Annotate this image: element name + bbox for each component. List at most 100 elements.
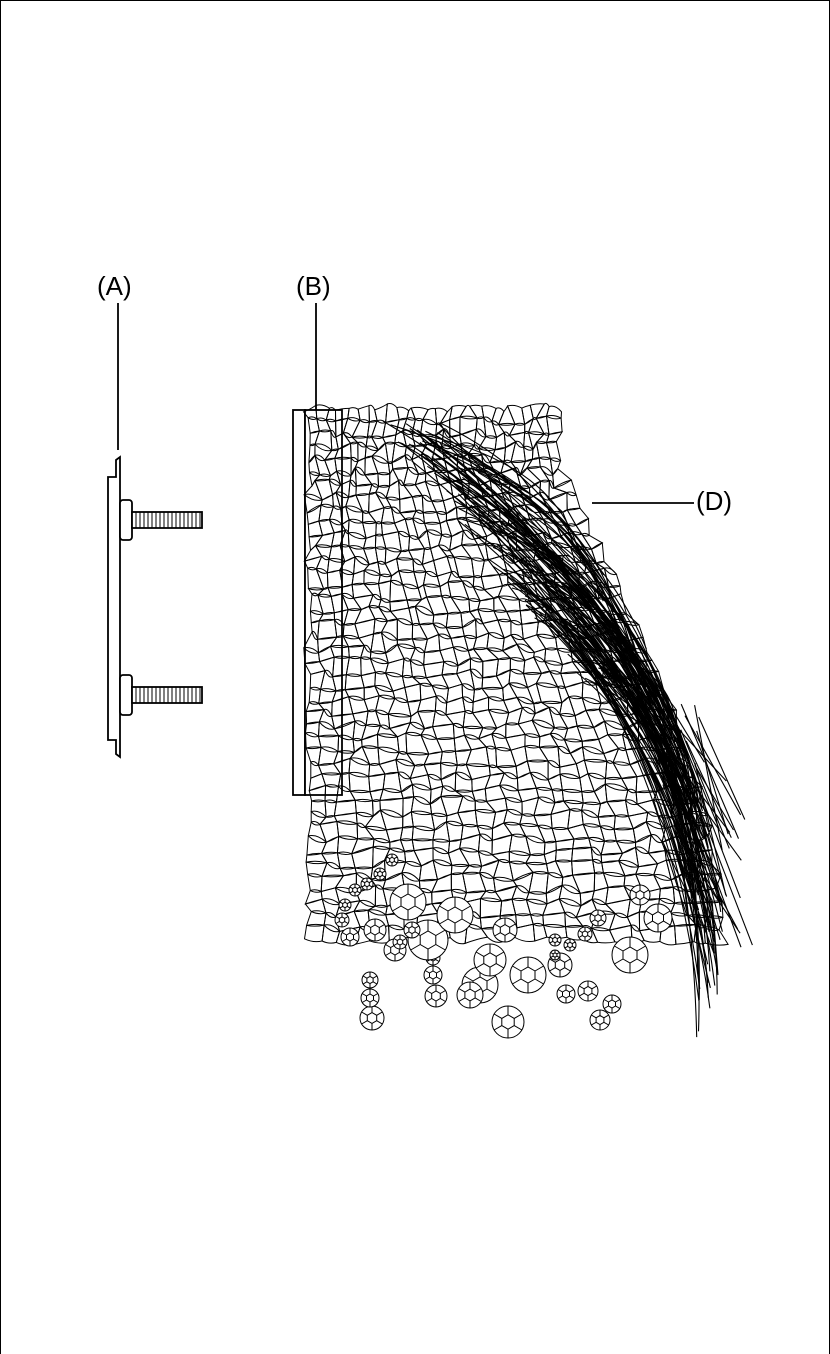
crystal-bead	[363, 918, 387, 942]
mesh-cell	[445, 820, 464, 842]
mesh-strand	[692, 819, 723, 932]
mesh-strand	[666, 767, 708, 916]
mesh-cell	[350, 456, 359, 476]
mesh-strand	[660, 723, 711, 833]
mesh-strand	[680, 729, 730, 849]
mesh-strand	[664, 696, 705, 763]
mesh-cell	[410, 795, 433, 816]
crystal-bead	[385, 853, 399, 867]
mesh-cell	[348, 771, 371, 794]
mesh-cell	[397, 530, 411, 553]
mesh-cell	[396, 643, 417, 662]
mesh-strand	[681, 805, 704, 895]
mesh-strand	[695, 799, 724, 910]
crystal-bead	[548, 933, 562, 947]
mesh-cell	[431, 684, 450, 704]
crystal-bead	[373, 867, 387, 881]
mesh-cell	[632, 821, 652, 844]
mesh-strand	[684, 715, 742, 816]
mesh-strand	[409, 428, 679, 767]
mesh-cell	[432, 612, 449, 629]
mesh-strand	[671, 833, 711, 989]
mesh-cell	[421, 547, 435, 566]
mesh-strand	[696, 730, 729, 835]
crystal-bead	[563, 938, 577, 952]
mesh-cell	[550, 808, 571, 831]
crystal-bead	[340, 927, 360, 947]
mesh-strand	[547, 622, 709, 983]
crystal-bead	[436, 896, 474, 934]
mesh-strand	[662, 691, 720, 830]
mesh-cell	[364, 455, 379, 476]
mesh-cell	[459, 833, 481, 853]
mesh-strand	[442, 477, 639, 683]
mesh-cell	[351, 846, 374, 870]
mesh-cell	[566, 823, 590, 840]
mesh-cell	[528, 871, 549, 895]
crystal-bead	[348, 883, 362, 897]
crystal-bead	[361, 971, 379, 989]
mesh-cell	[604, 898, 631, 919]
mesh-cell	[522, 656, 543, 675]
mesh-strand	[694, 765, 734, 831]
mesh-cell	[355, 493, 370, 514]
crystal-bead	[338, 898, 352, 912]
mesh-cell	[418, 859, 439, 882]
crystal-bead	[629, 884, 651, 906]
mesh-strand	[402, 443, 689, 780]
mesh-cell	[477, 833, 493, 856]
mesh-strand	[584, 657, 699, 809]
mesh-strand	[663, 845, 688, 915]
mesh-cell	[404, 683, 422, 703]
mesh-cell	[441, 660, 459, 676]
mesh-strand	[428, 435, 582, 561]
mesh-strand	[569, 641, 711, 1009]
crystal-bead	[473, 943, 507, 977]
mesh-strand	[436, 448, 647, 650]
mesh-strand	[442, 440, 651, 695]
crystal-bead	[589, 1009, 611, 1031]
mesh-strand	[661, 839, 707, 934]
bolt-upper	[119, 499, 203, 541]
mesh-cell	[521, 404, 534, 426]
mesh-cell	[445, 518, 465, 538]
mesh-cell	[543, 849, 557, 865]
crystal-beads	[334, 853, 673, 1039]
mesh-strand	[524, 599, 720, 901]
mesh-strand	[690, 789, 742, 861]
mesh-cell	[538, 745, 561, 768]
mesh-strand-tip	[699, 879, 719, 976]
mesh-strand	[411, 460, 692, 801]
mesh-strand	[575, 671, 696, 910]
crystal-bead	[509, 956, 547, 994]
crystal-bead	[577, 926, 593, 942]
mesh-cell	[354, 618, 376, 639]
mesh-strand	[509, 575, 699, 896]
mesh-strand	[662, 736, 701, 868]
mesh-cell	[374, 491, 393, 510]
crystal-bead	[389, 883, 427, 921]
mesh-strand	[689, 858, 741, 934]
mesh-strand	[420, 450, 675, 804]
crystal-bead	[602, 994, 622, 1014]
callout-label-d: (D)	[696, 486, 733, 516]
callout-label-a: (A)	[97, 271, 132, 301]
mesh-strand	[433, 451, 667, 721]
mesh-strand	[470, 504, 675, 802]
mesh-cell	[432, 859, 453, 881]
mesh-cell	[499, 898, 517, 917]
mesh-cell	[441, 672, 463, 689]
crystal-bead	[589, 909, 607, 927]
crystal-bead	[403, 921, 421, 939]
mesh-cell	[627, 811, 649, 830]
crystal-bead	[556, 984, 576, 1004]
mesh-strand	[446, 490, 676, 775]
crystal-bead	[360, 988, 380, 1008]
crystal-bead	[360, 877, 374, 891]
mesh-cell	[354, 466, 373, 487]
mesh-cell	[320, 835, 340, 855]
mesh-strand	[468, 467, 600, 598]
mesh-cell	[510, 745, 528, 768]
mesh-strand	[662, 753, 703, 855]
crystal-bead	[643, 903, 673, 933]
